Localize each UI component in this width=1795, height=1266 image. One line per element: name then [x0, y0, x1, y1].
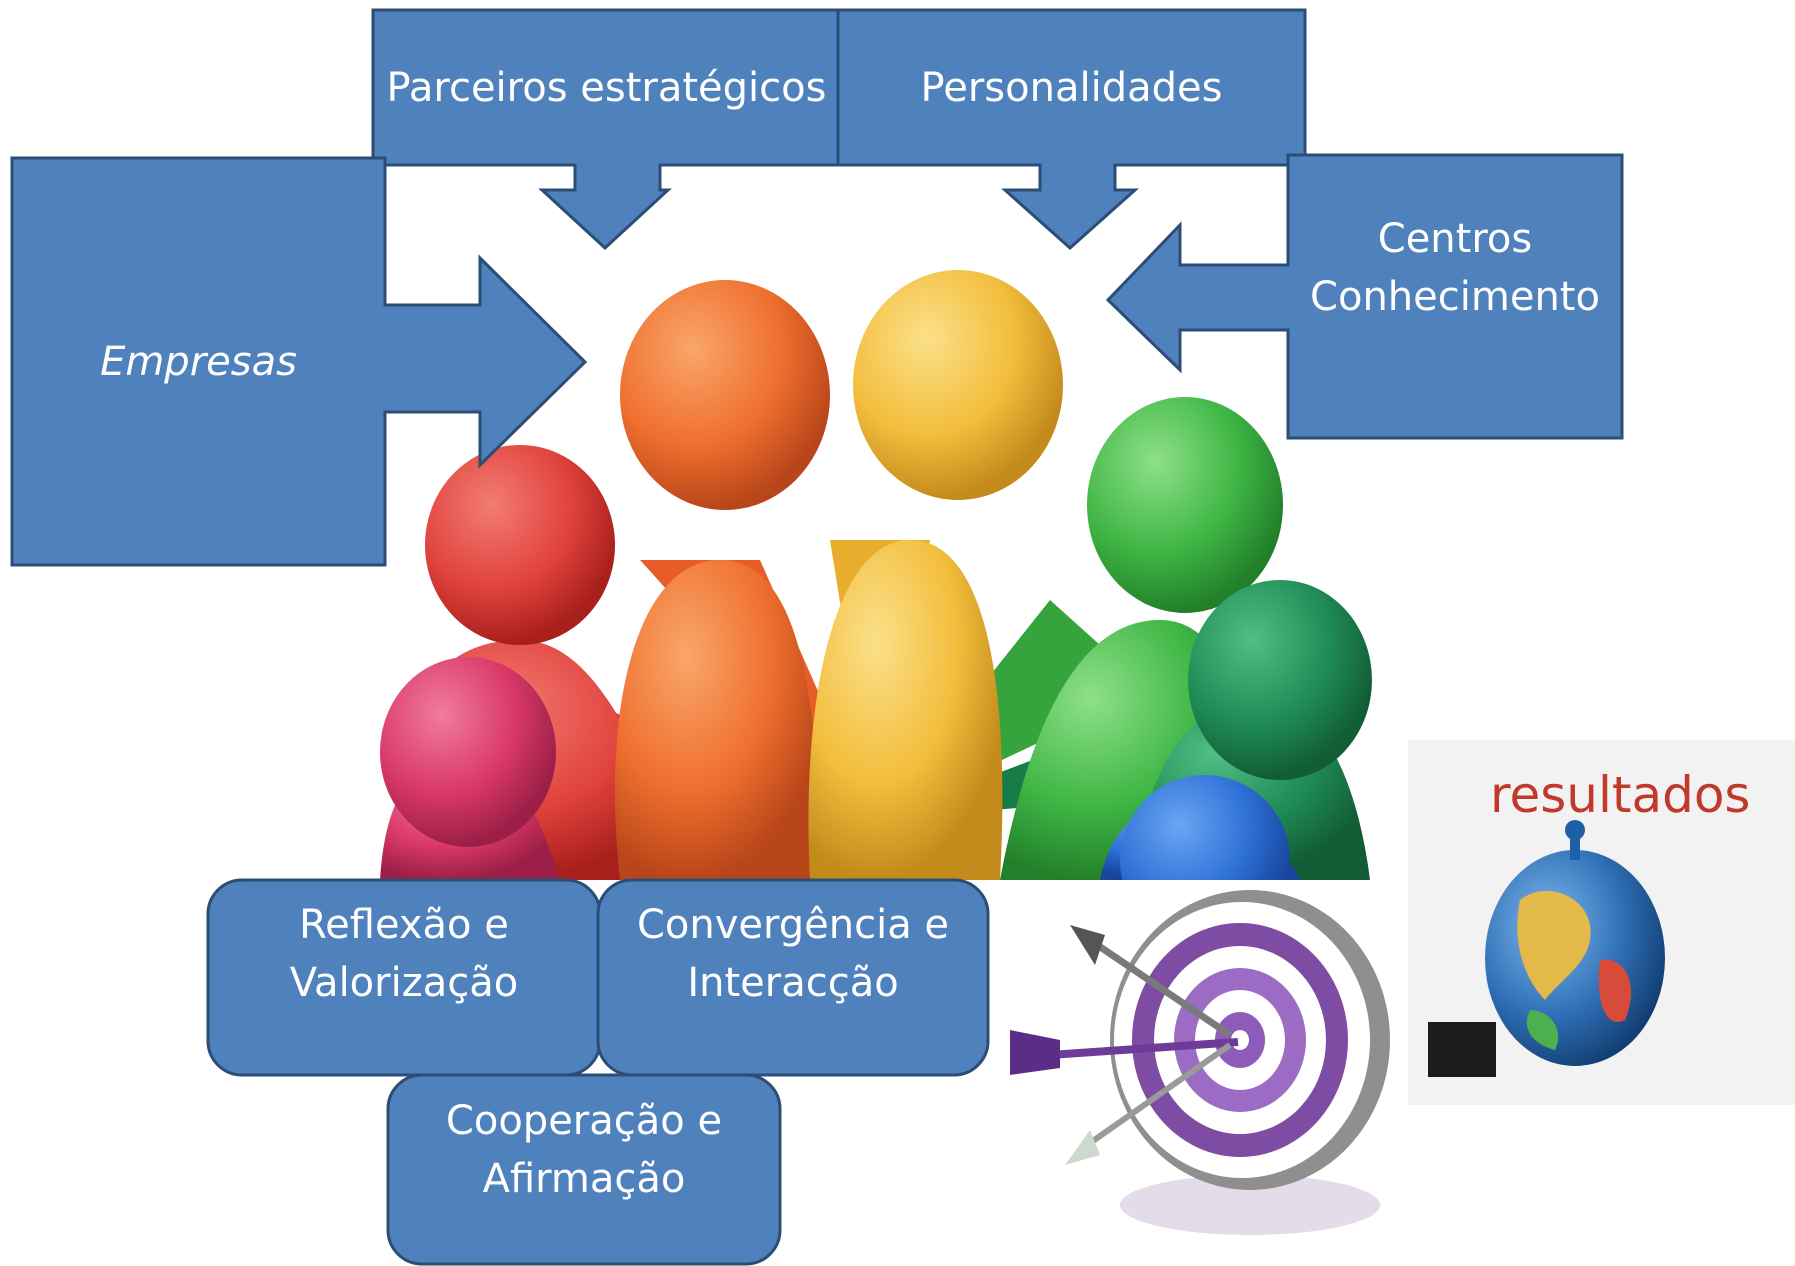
convergencia-text-line1: Convergência e: [636, 902, 950, 948]
personalidades-label: Personalidades: [838, 58, 1305, 118]
parceiros-text: Parceiros estratégicos: [386, 65, 827, 111]
reflexao-text-line1: Reflexão e: [299, 902, 509, 948]
parceiros-callout-shape: [371, 8, 842, 251]
resultados-caption: resultados: [1490, 760, 1795, 830]
resultados-text: resultados: [1490, 766, 1751, 824]
target-illustration: [990, 880, 1395, 1266]
empresas-text: Empresas: [100, 339, 297, 385]
empresas-callout-shape: [10, 156, 588, 567]
personalidades-text: Personalidades: [920, 65, 1223, 111]
cooperacao-label: Cooperação e Afirmação: [388, 1086, 780, 1214]
cooperacao-text-line1: Cooperação e: [445, 1098, 723, 1144]
cooperacao-text-line2: Afirmação: [482, 1156, 686, 1202]
cooperacao-box: [386, 1073, 782, 1266]
centros-text-line1: Centros: [1377, 216, 1533, 262]
convergencia-text-line2: Interacção: [687, 960, 899, 1006]
centros-text-line2: Conhecimento: [1310, 274, 1600, 320]
centros-label: Centros Conhecimento: [1288, 210, 1622, 326]
personalidades-callout-shape: [836, 8, 1307, 251]
empresas-label: Empresas: [12, 332, 385, 392]
team-illustration: [345, 270, 1395, 945]
centros-callout-shape: [1105, 153, 1624, 440]
globe-illustration: [1408, 740, 1795, 1105]
parceiros-label: Parceiros estratégicos: [373, 58, 840, 118]
convergencia-box: [596, 878, 990, 1077]
reflexao-label: Reflexão e Valorização: [208, 890, 600, 1018]
convergencia-label: Convergência e Interacção: [598, 890, 988, 1018]
reflexao-text-line2: Valorização: [289, 960, 519, 1006]
